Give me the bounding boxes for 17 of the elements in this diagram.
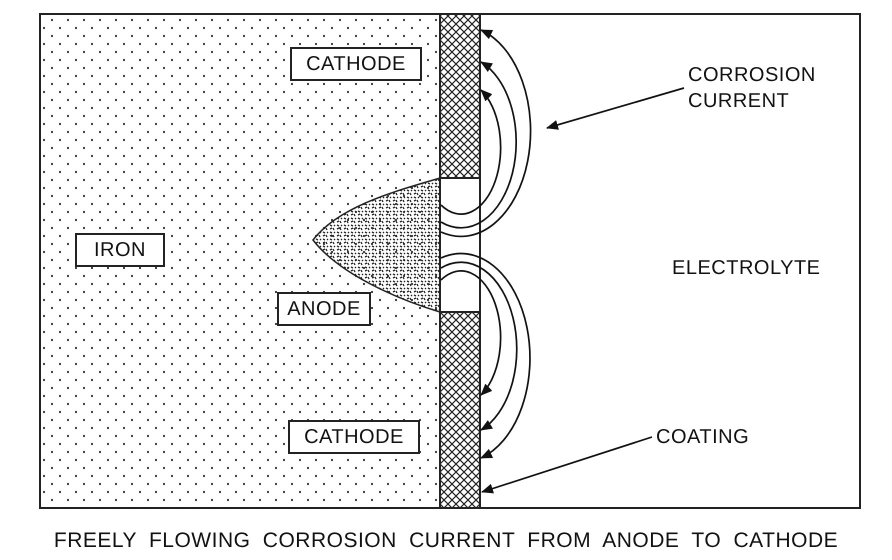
iron-label: IRON <box>75 233 165 267</box>
current-arc-arrow <box>440 252 531 459</box>
caption: FREELY FLOWING CORROSION CURRENT FROM ANODE TO CATHODE <box>52 528 840 554</box>
cathode-label: CATHODE <box>290 47 422 81</box>
corrosion-current-label: CORROSION CURRENT <box>688 62 848 114</box>
coating-label: COATING <box>656 424 766 450</box>
leader-line <box>481 436 652 494</box>
electrolyte-label: ELECTROLYTE <box>672 256 820 281</box>
current-arc-arrow <box>440 270 502 396</box>
current-arc-arrow <box>440 61 517 229</box>
current-arc-arrow <box>440 261 518 431</box>
cathode-label: CATHODE <box>288 420 420 454</box>
anode-label: ANODE <box>277 292 371 326</box>
current-arc-arrow <box>440 89 502 215</box>
leader-line <box>546 87 684 130</box>
coating-layer <box>439 13 481 509</box>
current-arc-arrow <box>440 29 532 238</box>
